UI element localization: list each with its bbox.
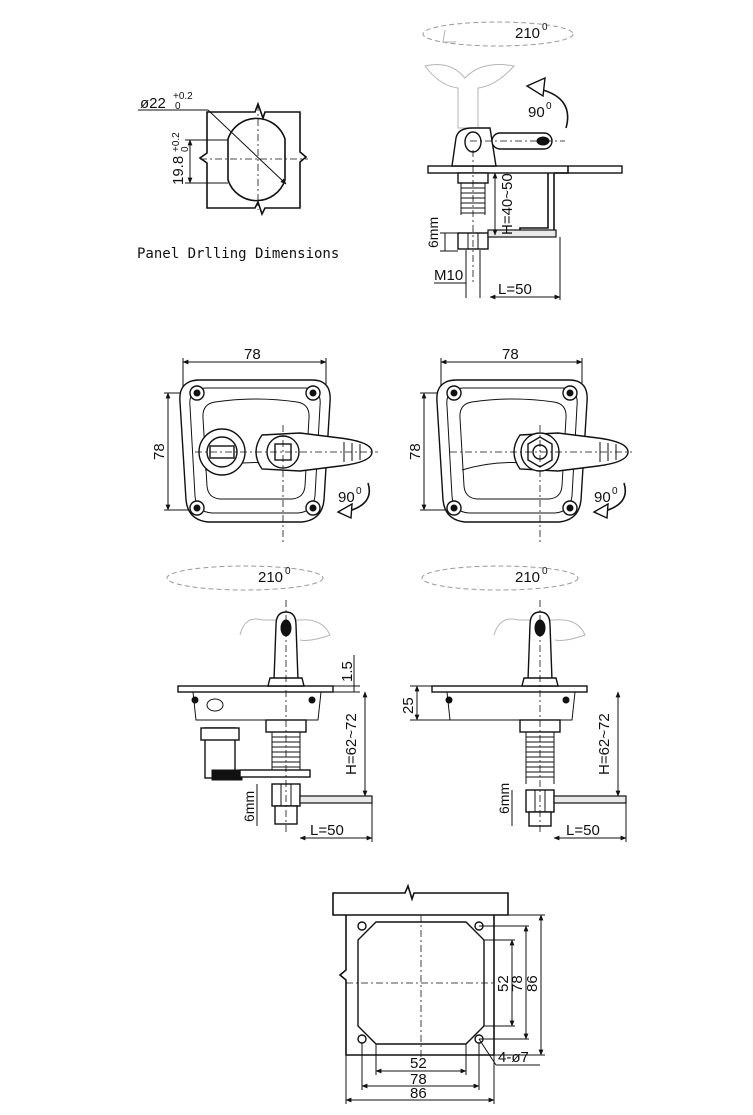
height-tol-upper: +0.2 (171, 132, 182, 152)
screw-top-left-center (450, 389, 458, 397)
thread-label: 6mm (241, 791, 257, 822)
height-label: 78 (151, 443, 168, 460)
width-label: 78 (244, 346, 261, 363)
mount-hole-bottom-left (357, 1034, 367, 1044)
ghost-handle (239, 618, 331, 641)
front-view-right: 78 78 90 0 (407, 346, 632, 545)
width-label: 78 (502, 346, 519, 363)
ghost-t-handle (424, 64, 515, 129)
height-range-label: H=40~50 (499, 173, 516, 235)
h-mid-label: 78 (410, 1071, 427, 1088)
cam-arm (487, 229, 557, 238)
turn-arrow-head (592, 502, 609, 520)
flange-label: 25 (400, 697, 417, 714)
rotation-degree-sign: 0 (542, 22, 548, 33)
cam-bar (239, 769, 311, 778)
rotation-angle-label: 210 (515, 25, 540, 42)
bolt-label: M10 (434, 267, 463, 284)
side-view-left: 210 0 1.5 H=62~72 (166, 565, 373, 842)
housing-detail (206, 698, 224, 712)
height-range-label: H=62~72 (596, 713, 613, 775)
d-shaped-hole (227, 117, 286, 202)
mounting-plate (431, 685, 588, 693)
thread-label: 6mm (425, 217, 441, 248)
turn-arrow-head (336, 502, 353, 520)
ghost-handle (493, 618, 586, 641)
mounting-panel (427, 165, 623, 174)
turn-degree-sign: 0 (612, 486, 618, 497)
h-outer-label: 86 (410, 1085, 427, 1102)
side-view-top: 210 0 90 0 H=40~50 6mm (422, 21, 623, 300)
turn-degree-sign: 0 (356, 486, 362, 497)
bracket-top (554, 166, 569, 174)
rotation-angle-label: 210 (258, 569, 283, 586)
plate-recess (202, 398, 310, 500)
rotation-path-ellipse (166, 565, 324, 591)
v-mid-label: 78 (509, 975, 526, 992)
turn-angle-label: 90 (338, 489, 355, 506)
turn-degree-sign: 0 (546, 101, 552, 112)
turn-angle-label: 90 (594, 489, 611, 506)
panel-strip (332, 883, 509, 916)
rivet-left (445, 696, 453, 704)
outer-plate (436, 379, 588, 523)
cutout-view: 52 78 86 52 78 86 4-ø7 (332, 883, 545, 1104)
rotation-path-ellipse (422, 21, 574, 47)
v-outer-label: 86 (524, 975, 541, 992)
diameter-tol-upper: +0.2 (173, 91, 193, 102)
handle-pivot (464, 131, 482, 153)
front-view-left: 78 78 90 0 (151, 346, 378, 545)
hole-label: 4-ø7 (498, 1049, 529, 1066)
rivet-right (562, 696, 570, 704)
drilling-panel-outline (198, 101, 308, 217)
drilling-caption: Panel Drlling Dimensions (137, 246, 339, 262)
screw-top-right-center (309, 389, 317, 397)
rotation-degree-sign: 0 (285, 566, 291, 577)
rivet-left (191, 696, 199, 704)
screw-bottom-left-center (450, 504, 458, 512)
height-tol-lower: 0 (180, 146, 191, 152)
hole-leader (478, 1038, 497, 1066)
length-label: L=50 (566, 822, 600, 839)
housing-outline (446, 691, 576, 721)
length-label: L=50 (498, 281, 532, 298)
thread-label: 6mm (496, 783, 512, 814)
cam-arm (299, 795, 373, 804)
height-label: 78 (407, 443, 424, 460)
screw-bottom-left-center (193, 504, 201, 512)
cylinder-cam (211, 769, 243, 781)
height-range-label: H=62~72 (343, 713, 360, 775)
rotation-path-tick (442, 29, 456, 43)
screw-bottom-right-center (309, 504, 317, 512)
housing-outline (192, 691, 322, 721)
rivet-right (308, 696, 316, 704)
length-label: L=50 (310, 822, 344, 839)
catch-bracket (519, 173, 555, 234)
v-inner-label: 52 (495, 975, 512, 992)
rotation-angle-label: 210 (515, 569, 540, 586)
turn-angle-label: 90 (528, 104, 545, 121)
screw-bottom-right-center (566, 504, 574, 512)
mount-hole-top-left (357, 921, 367, 931)
cylinder-nut (200, 727, 240, 741)
mounting-plate (177, 685, 334, 693)
h-inner-label: 52 (410, 1055, 427, 1072)
height-label: 19.8 (170, 156, 187, 185)
rotation-degree-sign: 0 (542, 566, 548, 577)
diameter-leader-arrow (207, 109, 287, 185)
thickness-label: 1.5 (339, 661, 356, 682)
diameter-tol-lower: 0 (175, 101, 181, 112)
panel-drilling-view: ø22 +0.2 0 19.8 +0.2 0 Panel Drlling Dim… (137, 91, 339, 262)
outer-plate (179, 379, 331, 523)
cam-arm (553, 795, 627, 804)
plate-recess (459, 398, 567, 500)
screw-top-left-center (193, 389, 201, 397)
diameter-label: ø22 (140, 95, 166, 112)
side-view-right: 210 0 25 H=62~72 6mm L=50 (400, 565, 627, 842)
turn-arrow-head (525, 76, 546, 98)
rotation-path-ellipse (421, 565, 579, 591)
screw-top-right-center (566, 389, 574, 397)
